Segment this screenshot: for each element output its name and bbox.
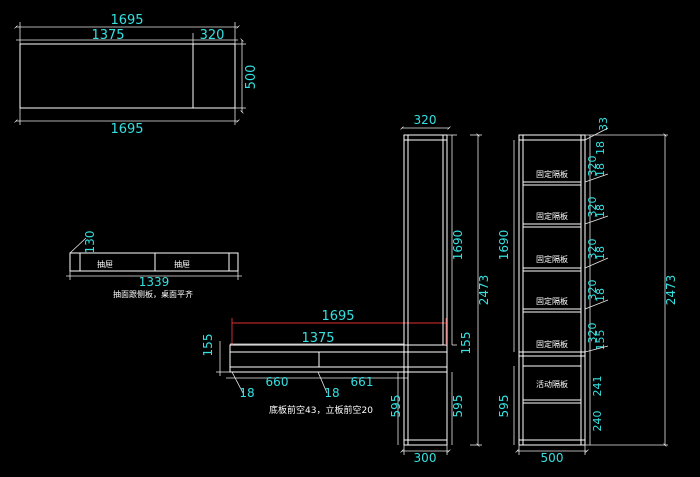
dim-desk-right-height: 155 — [459, 332, 473, 355]
dim-column-bottom-width: 300 — [414, 451, 437, 465]
dim-drawer-width: 1339 — [139, 275, 170, 289]
dim-chain: 18 — [594, 246, 607, 260]
desk-front-view: 1695 1375 155 155 18 660 18 661 底板前空43，立… — [201, 309, 473, 416]
column-front-view: 固定隔板 固定隔板 固定隔板 固定隔板 固定隔板 活动隔板 33 18 320 … — [497, 117, 678, 465]
dim-chain: 241 — [591, 376, 604, 397]
dim-column-total-height: 2473 — [477, 275, 491, 306]
dim-right-part: 320 — [200, 28, 225, 43]
dim-front-total-height: 2473 — [664, 275, 678, 306]
dim-column-lower-right: 595 — [451, 395, 465, 418]
dim-front-lower-height: 595 — [497, 395, 511, 418]
shelf-label: 固定隔板 — [536, 339, 568, 349]
dim-top-gap: 33 — [597, 117, 610, 131]
shelf-label: 固定隔板 — [536, 296, 568, 306]
column-side-outline — [403, 134, 448, 446]
dim-overall-top: 1695 — [110, 13, 143, 28]
dim-chain: 320 — [586, 323, 599, 344]
desk-plan-outline — [19, 43, 236, 109]
drawer-outline — [69, 252, 239, 272]
dim-front-width: 500 — [541, 451, 564, 465]
dim-column-upper-height: 1690 — [451, 230, 465, 261]
dim-chain: 18 — [594, 141, 607, 155]
dim-desk-overall: 1695 — [321, 309, 354, 324]
dim-chain: 18 — [594, 288, 607, 302]
dim-column-lower-left: 595 — [389, 395, 403, 418]
shelf-label: 固定隔板 — [536, 211, 568, 221]
dim-bay-left: 660 — [266, 375, 289, 389]
column-front-outline — [518, 134, 586, 446]
drawer-left-label: 抽屉 — [97, 259, 113, 269]
dim-front-upper-height: 1690 — [497, 230, 511, 261]
dim-desk-inner: 1375 — [301, 331, 334, 346]
dim-left-part: 1375 — [91, 28, 124, 43]
shelf-label: 固定隔板 — [536, 254, 568, 264]
dim-chain: 320 — [586, 197, 599, 218]
movable-shelf-label: 活动隔板 — [536, 379, 568, 389]
dim-chain: 18 — [594, 163, 607, 177]
desk-note: 底板前空43，立板前空20 — [269, 404, 373, 416]
dim-desk-left-height: 155 — [201, 334, 215, 357]
drawer-right-label: 抽屉 — [174, 259, 190, 269]
shelf-label: 固定隔板 — [536, 169, 568, 179]
dim-chain: 320 — [586, 156, 599, 177]
dim-chain: 18 — [594, 204, 607, 218]
dim-chain: 155 — [594, 330, 607, 351]
column-side-view: 320 1690 2473 595 595 300 — [389, 113, 491, 465]
dim-bay-right: 661 — [351, 375, 374, 389]
dim-drawer-height: 130 — [83, 231, 97, 254]
drawer-note: 抽面跟侧板，桌面平齐 — [113, 289, 193, 299]
dim-chain: 240 — [591, 411, 604, 432]
dim-side-left: 18 — [239, 386, 254, 400]
dim-overall-bottom: 1695 — [110, 122, 143, 137]
dim-chain: 320 — [586, 239, 599, 260]
dim-column-top-width: 320 — [414, 113, 437, 127]
dim-side-mid: 18 — [324, 386, 339, 400]
dim-chain: 320 — [586, 280, 599, 301]
drawer-view: 130 抽屉 抽屉 1339 抽面跟侧板，桌面平齐 — [66, 231, 242, 299]
desk-front-outline — [229, 344, 448, 373]
dim-depth: 500 — [244, 65, 259, 90]
top-view: 1695 1375 320 500 1695 — [14, 13, 259, 137]
